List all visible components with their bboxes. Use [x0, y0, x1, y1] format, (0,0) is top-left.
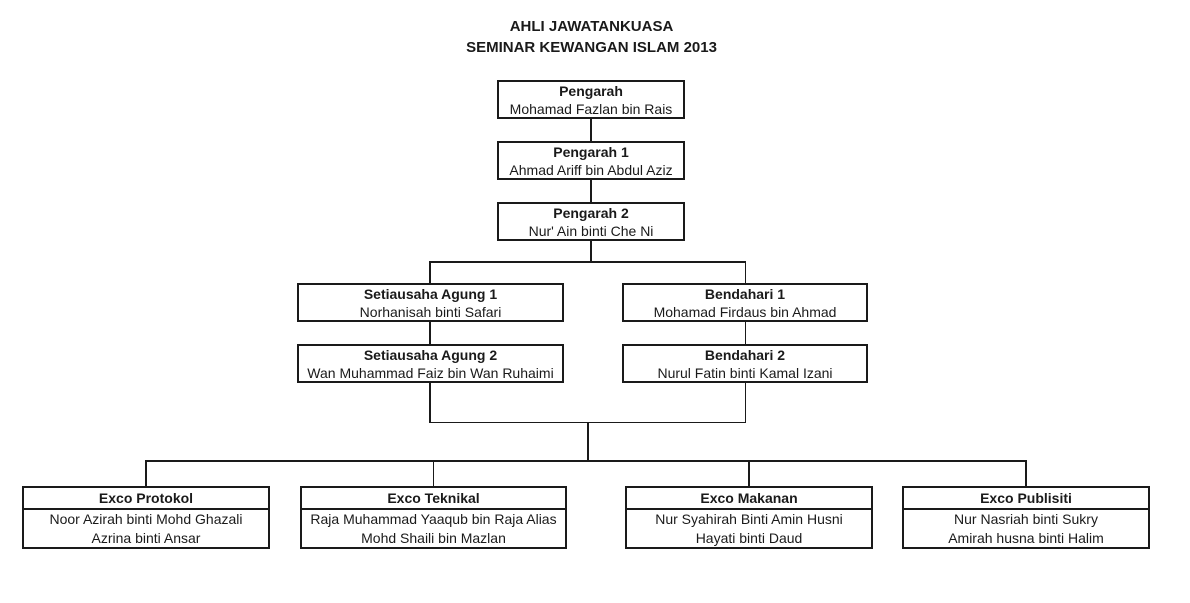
node-setiausaha-agung-2-title: Setiausaha Agung 2	[363, 346, 498, 363]
connector-drop-setiausaha1	[429, 261, 431, 283]
connector-split-exco	[145, 460, 1026, 462]
node-bendahari-2-member: Nurul Fatin binti Kamal Izani	[657, 364, 833, 381]
node-exco-publisiti-title: Exco Publisiti	[904, 488, 1148, 510]
node-pengarah-1: Pengarah 1 Ahmad Ariff bin Abdul Aziz	[497, 141, 685, 180]
node-bendahari-1: Bendahari 1 Mohamad Firdaus bin Ahmad	[622, 283, 868, 322]
node-pengarah-1-member: Ahmad Ariff bin Abdul Aziz	[509, 161, 673, 178]
node-exco-makanan: Exco Makanan Nur Syahirah Binti Amin Hus…	[625, 486, 873, 549]
node-pengarah-2-member: Nur' Ain binti Che Ni	[528, 222, 654, 239]
node-pengarah: Pengarah Mohamad Fazlan bin Rais	[497, 80, 685, 119]
node-exco-makanan-member-2: Hayati binti Daud	[695, 529, 803, 546]
connector-drop-exco-publisiti	[1025, 460, 1027, 486]
node-exco-protokol-member-2: Azrina binti Ansar	[91, 529, 201, 546]
chart-title: AHLI JAWATANKUASA SEMINAR KEWANGAN ISLAM…	[0, 16, 1183, 58]
node-exco-protokol: Exco Protokol Noor Azirah binti Mohd Gha…	[22, 486, 270, 549]
node-bendahari-2: Bendahari 2 Nurul Fatin binti Kamal Izan…	[622, 344, 868, 383]
node-exco-makanan-title: Exco Makanan	[627, 488, 871, 510]
node-pengarah-2-title: Pengarah 2	[553, 204, 629, 221]
node-setiausaha-agung-1-member: Norhanisah binti Safari	[359, 303, 502, 320]
node-exco-protokol-member-1: Noor Azirah binti Mohd Ghazali	[49, 511, 243, 528]
node-pengarah-1-title: Pengarah 1	[553, 143, 629, 160]
connector-bendahari2-drop	[744, 383, 746, 423]
connector-merge-drop	[587, 421, 589, 462]
node-setiausaha-agung-2-member: Wan Muhammad Faiz bin Wan Ruhaimi	[307, 364, 554, 381]
node-exco-publisiti-member-1: Nur Nasriah binti Sukry	[954, 511, 1098, 528]
connector-setiausaha2-drop	[429, 383, 431, 423]
node-exco-makanan-member-1: Nur Syahirah Binti Amin Husni	[655, 511, 843, 528]
connector-pengarah-to-pengarah1	[590, 119, 592, 141]
connector-split-level2	[429, 261, 746, 263]
node-exco-protokol-title: Exco Protokol	[24, 488, 268, 510]
node-exco-publisiti-member-2: Amirah husna binti Halim	[948, 529, 1104, 546]
node-setiausaha-agung-1-title: Setiausaha Agung 1	[363, 285, 498, 302]
connector-drop-bendahari1	[744, 261, 746, 283]
connector-pengarah2-drop	[590, 241, 592, 262]
connector-drop-exco-makanan	[748, 460, 750, 486]
node-bendahari-2-title: Bendahari 2	[704, 346, 786, 363]
node-pengarah-title: Pengarah	[559, 82, 623, 99]
node-bendahari-1-title: Bendahari 1	[704, 285, 786, 302]
connector-bendahari1-to-2	[744, 322, 746, 344]
node-pengarah-member: Mohamad Fazlan bin Rais	[509, 100, 673, 117]
connector-drop-exco-teknikal	[432, 460, 434, 486]
node-pengarah-2: Pengarah 2 Nur' Ain binti Che Ni	[497, 202, 685, 241]
node-setiausaha-agung-1: Setiausaha Agung 1 Norhanisah binti Safa…	[297, 283, 564, 322]
node-exco-teknikal-title: Exco Teknikal	[302, 488, 565, 510]
chart-title-line2: SEMINAR KEWANGAN ISLAM 2013	[466, 39, 717, 56]
node-exco-teknikal: Exco Teknikal Raja Muhammad Yaaqub bin R…	[300, 486, 567, 549]
node-exco-publisiti: Exco Publisiti Nur Nasriah binti Sukry A…	[902, 486, 1150, 549]
connector-drop-exco-protokol	[145, 460, 147, 486]
node-exco-teknikal-member-1: Raja Muhammad Yaaqub bin Raja Alias	[310, 511, 557, 528]
node-bendahari-1-member: Mohamad Firdaus bin Ahmad	[653, 303, 837, 320]
connector-setiausaha1-to-2	[429, 322, 431, 344]
connector-pengarah1-to-pengarah2	[590, 180, 592, 202]
chart-title-line1: AHLI JAWATANKUASA	[509, 18, 674, 35]
node-setiausaha-agung-2: Setiausaha Agung 2 Wan Muhammad Faiz bin…	[297, 344, 564, 383]
node-exco-teknikal-member-2: Mohd Shaili bin Mazlan	[361, 529, 506, 546]
